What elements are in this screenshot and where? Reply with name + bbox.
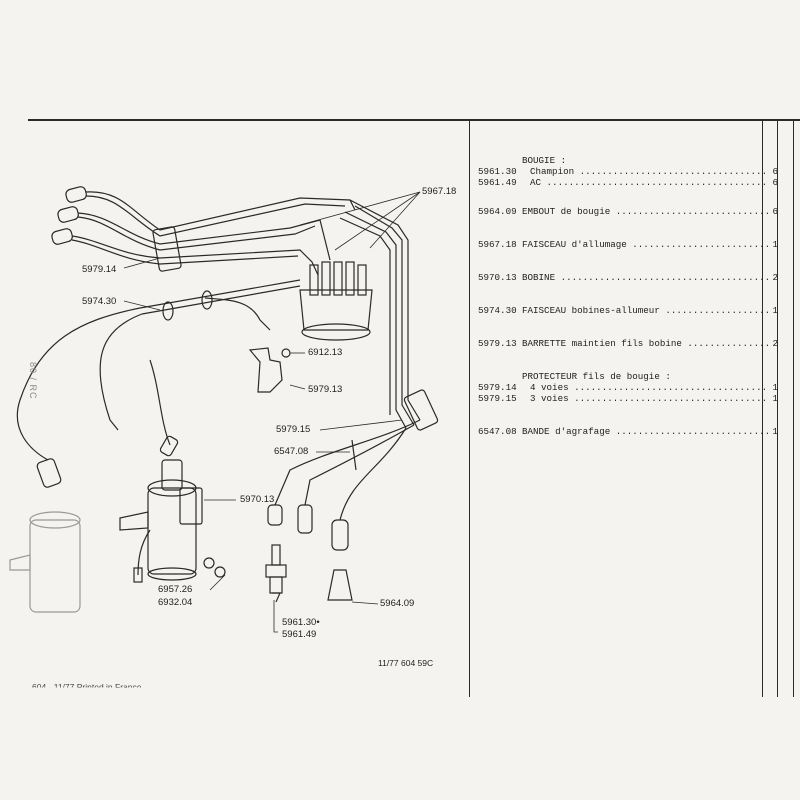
part-qty: 1 — [772, 393, 778, 404]
nut-6957 — [203, 557, 215, 569]
part-ref: 5970.13 — [478, 272, 517, 283]
callout-5979-15: 5979.15 — [276, 424, 311, 435]
spark-plug — [265, 544, 287, 603]
part-qty: 1 — [772, 426, 778, 437]
part-qty: 2 — [772, 338, 778, 349]
part-ref: 5979.13 — [478, 338, 517, 349]
part-ref: 5979.14 — [478, 382, 517, 393]
parts-row: 5979.15 3 voies 1 — [478, 393, 778, 404]
callout-6932-04: 6932.04 — [158, 597, 193, 608]
parts-row: 5979.13 BARRETTE maintien fils bobine 2 — [478, 338, 778, 349]
part-ref: 5974.30 — [478, 305, 517, 316]
ignition-harness-wires — [71, 191, 421, 429]
part-desc: Champion — [522, 166, 768, 177]
margin-annotation: 80 / RC — [28, 362, 38, 400]
ignition-coil — [119, 459, 203, 583]
parts-row: 5967.18 FAISCEAU d'allumage 1 — [478, 239, 778, 250]
qty-column-line-1 — [762, 121, 763, 697]
printed-in-france-note: 604 - 11/77 Printed in France — [32, 682, 142, 692]
part-ref: 5979.15 — [478, 393, 517, 404]
part-desc: 3 voies — [522, 393, 768, 404]
plate-code: 11/77 604 59C — [378, 658, 434, 668]
callout-5970-13: 5970.13 — [240, 494, 275, 505]
plug-boot-top-left — [51, 186, 87, 245]
part-ref: 5961.30 — [478, 166, 517, 177]
part-ref: 5961.49 — [478, 177, 517, 188]
callout-5979-13: 5979.13 — [308, 384, 343, 395]
column-divider — [469, 119, 470, 697]
part-desc: AC — [522, 177, 768, 188]
part-desc: EMBOUT de bougie — [522, 206, 768, 217]
part-desc: BANDE d'agrafage — [522, 426, 768, 437]
distributor-cap — [299, 261, 373, 341]
plug-terminal — [327, 569, 353, 601]
protector-3-way — [274, 389, 439, 521]
callout-5974-30: 5974.30 — [82, 296, 117, 307]
parts-list: BOUGIE : 5961.30 Champion 6 5961.49 AC 6 596… — [478, 155, 778, 437]
part-qty: 6 — [772, 177, 778, 188]
callout-5979-14: 5979.14 — [82, 264, 117, 275]
part-desc: 4 voies — [522, 382, 768, 393]
top-rule — [28, 119, 800, 121]
part-ref: 6547.08 — [478, 426, 517, 437]
qty-column-line-3 — [793, 121, 794, 697]
callout-5967-18: 5967.18 — [422, 186, 457, 197]
plug-boots-bottom — [267, 504, 349, 551]
qty-column-line-2 — [777, 121, 778, 697]
part-qty: 2 — [772, 272, 778, 283]
part-desc: BOBINE — [522, 272, 768, 283]
leader-lines — [123, 191, 421, 633]
callout-5961-49: 5961.49 — [282, 629, 317, 640]
callout-5961-30: 5961.30• — [282, 617, 320, 628]
parts-row: 5961.30 Champion 6 — [478, 166, 778, 177]
part-ref: 5967.18 — [478, 239, 517, 250]
bougie-header: BOUGIE : — [522, 155, 567, 166]
coil-distributor-harness — [16, 279, 301, 488]
part-desc: BARRETTE maintien fils bobine — [522, 338, 768, 349]
part-desc: FAISCEAU bobines-allumeur — [522, 305, 768, 316]
part-desc: FAISCEAU d'allumage — [522, 239, 768, 250]
parts-row: 5961.49 AC 6 — [478, 177, 778, 188]
callout-5964-09: 5964.09 — [380, 598, 415, 609]
washer-6912 — [281, 348, 291, 358]
callout-6547-08: 6547.08 — [274, 446, 309, 457]
part-qty: 6 — [772, 206, 778, 217]
parts-row: 5979.14 4 voies 1 — [478, 382, 778, 393]
callout-6957-26: 6957.26 — [158, 584, 193, 595]
protector-4-way — [152, 226, 182, 272]
parts-row: 6547.08 BANDE d'agrafage 1 — [478, 426, 778, 437]
part-ref: 5964.09 — [478, 206, 517, 217]
barrette-bracket — [248, 347, 283, 393]
washer-6932 — [214, 566, 226, 578]
part-qty: 1 — [772, 382, 778, 393]
ignition-coil-secondary — [9, 511, 81, 613]
callout-6912-13: 6912.13 — [308, 347, 343, 358]
part-qty: 1 — [772, 305, 778, 316]
band-clip — [351, 439, 357, 471]
ignition-exploded-diagram — [9, 186, 439, 633]
parts-row: 5970.13 BOBINE 2 — [478, 272, 778, 283]
parts-row: 5964.09 EMBOUT de bougie 6 — [478, 206, 778, 217]
part-qty: 6 — [772, 166, 778, 177]
parts-row: 5974.30 FAISCEAU bobines-allumeur 1 — [478, 305, 778, 316]
part-qty: 1 — [772, 239, 778, 250]
protecteur-header: PROTECTEUR fils de bougie : — [522, 371, 671, 382]
